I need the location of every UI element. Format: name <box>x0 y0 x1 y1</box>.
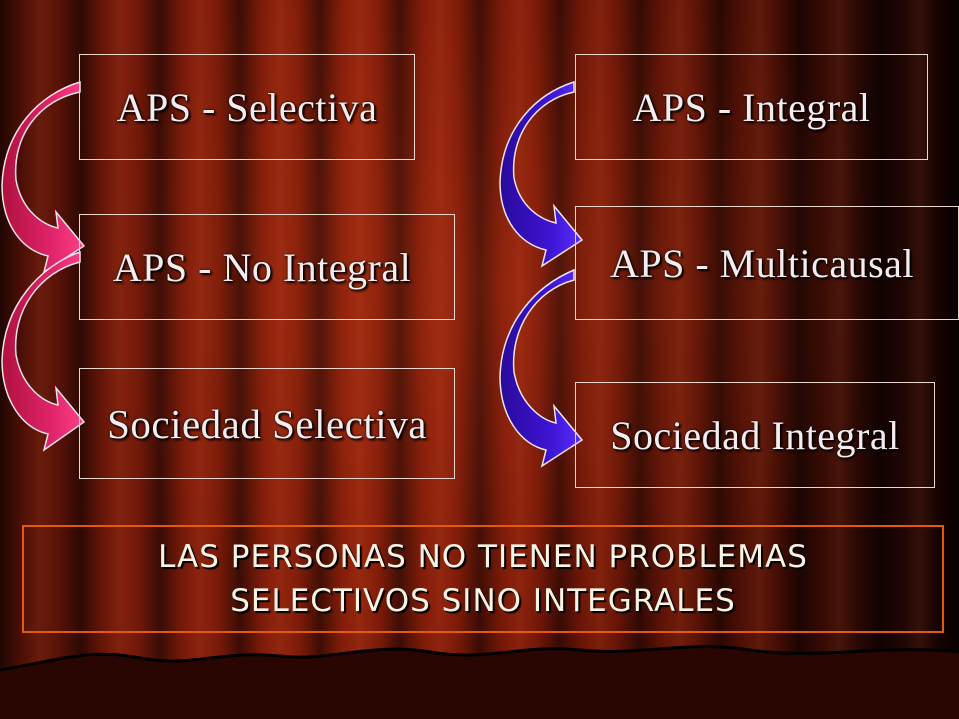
arrow-integral-to-multicausal <box>499 80 584 268</box>
box-label: Sociedad Selectiva <box>107 400 427 447</box>
conclusion-banner: LAS PERSONAS NO TIENEN PROBLEMAS SELECTI… <box>22 525 944 633</box>
box-label: APS - Integral <box>632 84 871 130</box>
box-sociedad-integral: Sociedad Integral <box>575 382 935 488</box>
arrow-multicausal-to-sociedad <box>499 268 584 468</box>
box-label: APS - Multicausal <box>609 240 915 286</box>
banner-line-1: LAS PERSONAS NO TIENEN PROBLEMAS <box>158 539 808 575</box>
box-aps-integral: APS - Integral <box>575 54 928 160</box>
box-label: Sociedad Integral <box>610 412 900 458</box>
box-aps-no-integral: APS - No Integral <box>79 214 455 320</box>
arrow-selectiva-to-no-integral <box>1 80 86 274</box>
box-label: APS - No Integral <box>112 244 412 290</box>
arrow-no-integral-to-sociedad <box>1 250 86 452</box>
box-aps-multicausal: APS - Multicausal <box>575 206 959 320</box>
banner-line-2: SELECTIVOS SINO INTEGRALES <box>230 583 736 619</box>
box-aps-selectiva: APS - Selectiva <box>79 54 415 160</box>
box-sociedad-selectiva: Sociedad Selectiva <box>79 368 455 479</box>
box-label: APS - Selectiva <box>116 84 378 130</box>
stage-floor <box>0 645 959 719</box>
